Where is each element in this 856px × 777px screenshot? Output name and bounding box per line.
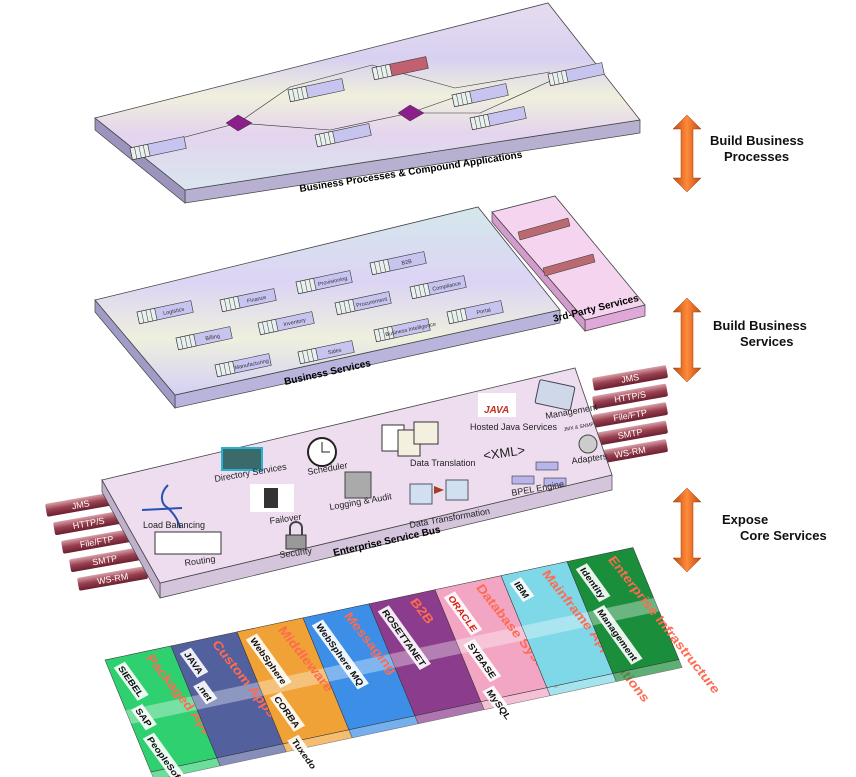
protocol-pipe: JMS — [45, 492, 116, 517]
java-icon: JAVA — [478, 393, 516, 417]
service-box: Provisioning — [295, 270, 353, 295]
third-party-service-box — [517, 217, 571, 241]
esb-layer: Load Balancing Directory Services Schedu… — [101, 367, 613, 599]
data-translation-label: Data Translation — [410, 458, 476, 468]
protocol-label: SMTP — [617, 427, 643, 441]
service-box-label: Logistics — [163, 307, 185, 317]
directory-services-icon — [221, 447, 263, 471]
protocol-pipe: WS-RM — [592, 439, 668, 465]
protocol-pipe: HTTP/S — [53, 510, 124, 535]
load-balancing-icon — [141, 484, 183, 529]
security-label: Security — [279, 545, 313, 559]
service-box: Portal — [446, 300, 504, 325]
service-box — [371, 56, 429, 81]
business-service-boxes: Logistics Finance Provisioning B2B Complianc… — [136, 251, 504, 378]
protocol-label: SMTP — [91, 553, 117, 567]
protocol-pipe: JMS — [592, 365, 668, 391]
decision-diamond — [225, 114, 253, 132]
service-box-label: Billing — [205, 333, 221, 342]
service-box — [547, 62, 605, 87]
management-sublabel: JMX & SNMP — [563, 422, 595, 433]
protocol-label: JMS — [620, 372, 639, 385]
service-box — [287, 78, 345, 103]
layer-arrows — [672, 114, 702, 573]
protocol-label: JMS — [71, 498, 90, 511]
service-box-label: Inventory — [283, 318, 307, 329]
service-box — [451, 83, 509, 108]
double-arrow-icon — [672, 487, 702, 573]
service-box — [129, 136, 187, 161]
service-box: Billing — [175, 326, 233, 351]
decision-diamond — [397, 104, 425, 122]
protocol-pipe: SMTP — [592, 420, 668, 446]
monitor-icon — [534, 379, 576, 411]
data-transformation-icon — [409, 479, 469, 505]
data-translation-icon — [381, 421, 439, 457]
service-box-label: Portal — [476, 307, 491, 316]
double-arrow-icon — [672, 297, 702, 383]
service-box-label: Compliance — [432, 281, 462, 293]
service-box: Inventory — [257, 311, 315, 336]
service-box-label: Finance — [247, 295, 267, 305]
service-box: Logistics — [136, 300, 194, 325]
process-flow-lines — [154, 64, 571, 146]
service-box-label: B2B — [401, 259, 413, 267]
bpel-icon — [511, 461, 567, 487]
protocol-pipe: HTTP/S — [592, 383, 668, 409]
service-box — [469, 106, 527, 131]
service-box — [314, 123, 372, 148]
protocol-pipe: WS-RM — [77, 566, 148, 591]
routing-icon — [154, 531, 222, 555]
double-arrow-icon — [672, 114, 702, 193]
protocol-pipe: SMTP — [69, 547, 140, 572]
service-box: B2B — [369, 251, 427, 276]
protocol-pipe: File/FTP — [61, 529, 132, 554]
load-balancing-label: Load Balancing — [143, 520, 205, 530]
service-box: Compliance — [409, 275, 467, 300]
business-processes-layer: Business Processes & Compound Applicatio… — [94, 2, 641, 204]
svg-text:JAVA: JAVA — [484, 405, 509, 416]
process-service-boxes — [129, 56, 605, 161]
business-services-layer: Logistics Finance Provisioning B2B Complianc… — [94, 206, 561, 409]
service-box: Finance — [219, 288, 277, 313]
service-box-label: Sales — [327, 347, 342, 356]
logging-icon — [344, 471, 372, 499]
third-party-service-box — [542, 253, 596, 277]
service-box: Sales — [297, 340, 355, 365]
routing-label: Routing — [184, 554, 216, 568]
third-party-services-layer: 3rd-Party Services — [491, 195, 646, 332]
hosted-java-label: Hosted Java Services — [470, 422, 558, 432]
service-box: Procurement — [334, 291, 392, 316]
xml-label: <XML> — [482, 442, 526, 463]
adapters-icon — [578, 434, 598, 454]
protocol-pipe: File/FTP — [592, 402, 668, 428]
lock-icon — [285, 521, 307, 550]
